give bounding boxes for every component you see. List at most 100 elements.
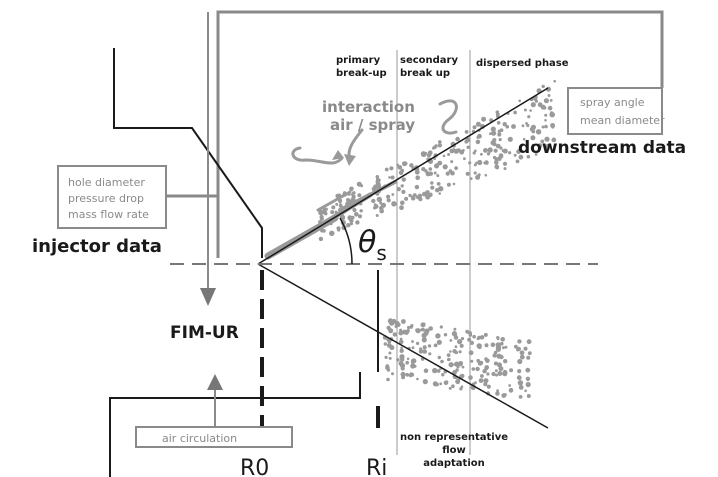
spray-particle — [411, 346, 415, 350]
spray-particle — [526, 394, 531, 398]
theta-arc — [339, 217, 353, 265]
spray-particle — [406, 357, 410, 361]
spray-particle — [359, 209, 363, 213]
spray-particle — [338, 200, 342, 204]
spray-particle — [452, 148, 456, 152]
spray-particle — [508, 151, 512, 155]
spray-particle — [447, 357, 451, 362]
spray-particle — [494, 160, 499, 165]
spray-particle — [360, 184, 364, 188]
spray-particle — [375, 214, 379, 217]
spray-particle — [526, 154, 531, 159]
spray-particle — [436, 174, 440, 178]
spray-particle — [495, 392, 500, 396]
spray-particle — [392, 332, 397, 337]
spray-particle — [371, 198, 376, 204]
theta-subscript: s — [376, 241, 386, 265]
spray-particle — [468, 161, 472, 165]
spray-particle — [495, 143, 501, 149]
spray-particle — [413, 364, 417, 368]
spray-particle — [422, 322, 426, 326]
spray-particle — [483, 382, 488, 387]
spray-particle — [547, 94, 551, 97]
spray-particle — [443, 333, 448, 337]
spray-particle — [438, 192, 442, 195]
spray-particle — [423, 368, 429, 374]
spray-particle — [480, 152, 483, 156]
spray-particle — [398, 339, 404, 345]
spray-particle — [553, 79, 556, 83]
spray-particle — [412, 193, 417, 197]
spray-particle — [386, 377, 390, 382]
spray-particle — [401, 319, 406, 324]
spray-particle — [473, 163, 477, 167]
spray-particle — [405, 360, 410, 365]
mean-diameter-label: mean diameter — [580, 114, 665, 127]
spray-particle — [434, 164, 439, 169]
spray-particle — [388, 328, 394, 334]
spray-particle — [420, 151, 427, 157]
air-circulation-box — [135, 426, 293, 448]
spray-particle — [509, 368, 514, 373]
spray-particle — [401, 189, 406, 194]
spray-particle — [525, 381, 531, 388]
spray-particle — [519, 350, 525, 356]
spray-particle — [391, 193, 395, 196]
spray-particle — [373, 184, 377, 189]
spray-particle — [517, 339, 522, 344]
spray-particle — [388, 351, 392, 355]
spray-particle — [433, 343, 438, 348]
spray-particle — [478, 378, 484, 383]
spray-particle — [544, 124, 548, 129]
spray-particle — [415, 328, 421, 334]
spray-particle — [405, 372, 410, 377]
spray-particle — [400, 346, 403, 350]
spray-particle — [537, 143, 543, 149]
spray-particle — [354, 212, 359, 217]
spray-particle — [511, 124, 516, 129]
spray-particle — [522, 137, 526, 141]
air-arrow-head — [207, 374, 223, 390]
spray-particle — [505, 125, 510, 129]
input-arrow-head — [200, 288, 216, 306]
spray-particle — [502, 346, 505, 350]
spray-particle — [495, 373, 498, 377]
spray-particle — [414, 184, 420, 190]
spray-particle — [390, 175, 395, 180]
spray-particle — [379, 208, 385, 214]
pressure-drop-label: pressure drop — [68, 192, 144, 205]
spray-particle — [389, 166, 394, 171]
spray-particle — [464, 130, 469, 134]
spray-particle — [495, 346, 501, 352]
spray-particle — [400, 357, 405, 362]
spray-particle — [483, 332, 488, 337]
spray-particle — [445, 171, 450, 176]
spray-particle — [351, 215, 355, 220]
spray-particle — [419, 347, 423, 351]
spray-particle — [495, 110, 500, 114]
spray-particle — [525, 367, 531, 373]
spray-particle — [525, 376, 531, 381]
spray-particle — [480, 374, 484, 378]
spray-particle — [484, 343, 489, 348]
spray-particle — [421, 337, 427, 343]
spray-particle — [411, 358, 417, 364]
spray-particle — [526, 355, 531, 360]
spray-particle — [424, 328, 430, 334]
spray-particle — [479, 335, 485, 340]
spray-particle — [388, 176, 391, 179]
spray-particle — [483, 148, 488, 153]
spray-particle — [541, 125, 545, 129]
spray-particle — [349, 222, 353, 226]
spray-particle — [384, 167, 389, 172]
spray-particle — [432, 367, 438, 374]
zone-label-secondary-1: secondary — [400, 55, 458, 66]
spray-particle — [496, 353, 502, 359]
spray-particle — [409, 325, 413, 329]
spray-particle — [414, 169, 420, 175]
injector-data-label: injector data — [32, 236, 162, 257]
spray-particle — [374, 204, 379, 209]
spray-particle — [531, 143, 535, 147]
spray-particle — [422, 379, 428, 385]
spray-particle — [436, 339, 442, 345]
